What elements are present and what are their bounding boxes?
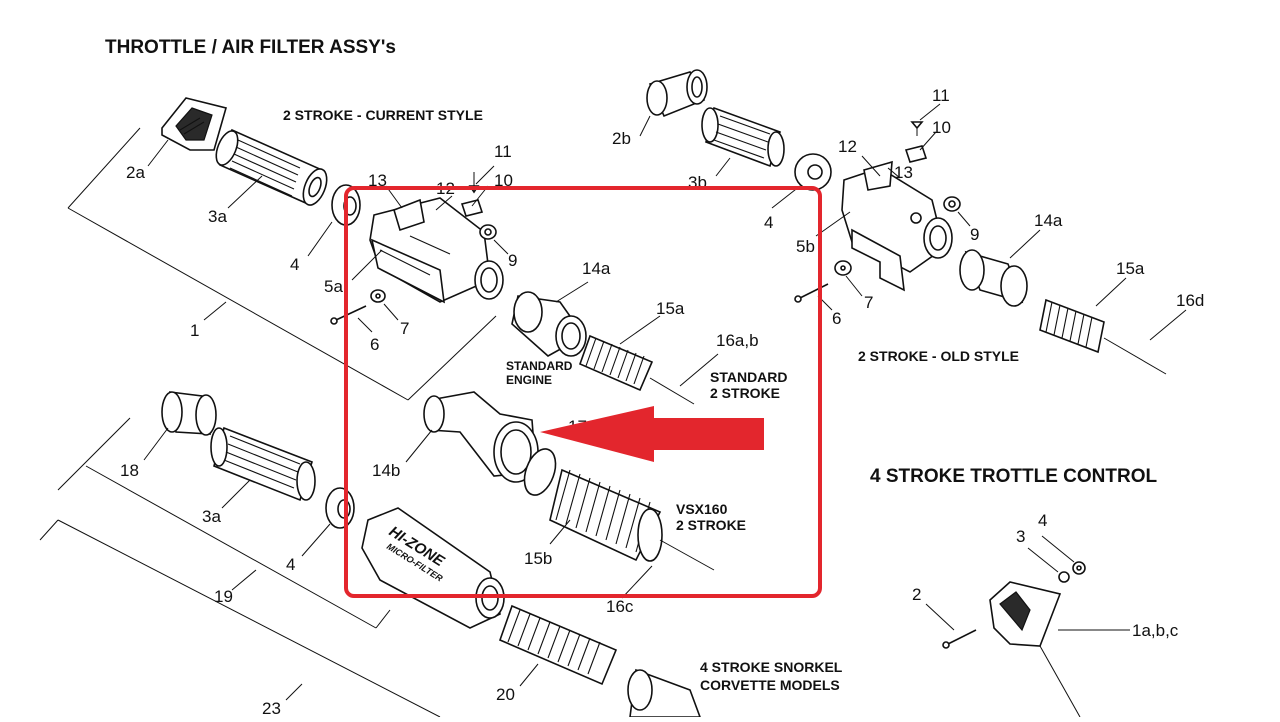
part-16ab-cable <box>649 377 695 405</box>
callout-15a-right: 15a <box>1116 259 1145 278</box>
part-4-washer-bottom <box>325 487 355 529</box>
part-20-hose <box>498 604 618 686</box>
caption-vsx160-1: VSX160 <box>676 501 728 517</box>
part-5b-throttle-body <box>841 160 953 292</box>
part-5a-throttle-body <box>369 197 504 304</box>
callout-5a: 5a <box>324 277 343 296</box>
callout-15b: 15b <box>524 549 552 568</box>
highlight-arrow <box>540 406 764 462</box>
callout-7-right: 7 <box>864 293 873 312</box>
callout-7-left: 7 <box>400 319 409 338</box>
callout-3-4s: 3 <box>1016 527 1025 546</box>
callout-13-left: 13 <box>368 171 387 190</box>
part-7-washer-left <box>370 289 386 303</box>
callout-23: 23 <box>262 699 281 717</box>
callout-4-bottom: 4 <box>286 555 295 574</box>
part-3-washer-4s <box>1058 571 1070 583</box>
callout-1: 1 <box>190 321 199 340</box>
section-captions: 2 STROKE - CURRENT STYLE 2 STROKE - OLD … <box>283 107 1158 693</box>
callout-11-right: 11 <box>932 86 950 105</box>
callout-12-right: 12 <box>838 137 857 156</box>
part-6-screw-left <box>330 305 367 325</box>
callout-4-4s: 4 <box>1038 511 1047 530</box>
highlight-box <box>344 186 822 598</box>
callout-5b: 5b <box>796 237 815 256</box>
callout-14a-mid: 14a <box>582 259 611 278</box>
callout-2-4s: 2 <box>912 585 921 604</box>
part-17-oring <box>523 448 557 496</box>
callout-16c: 16c <box>606 597 634 616</box>
callout-6-right: 6 <box>832 309 841 328</box>
callout-11-left: 11 <box>494 142 512 161</box>
callout-3a-top: 3a <box>208 207 227 226</box>
part-4-nut-4s <box>1072 561 1086 575</box>
callout-10-left: 10 <box>494 171 513 190</box>
caption-standard-2-stroke-1: STANDARD <box>710 369 788 385</box>
caption-2-stroke-old: 2 STROKE - OLD STYLE <box>858 348 1019 364</box>
diagram-title: THROTTLE / AIR FILTER ASSY's <box>105 37 396 58</box>
callout-16ab: 16a,b <box>716 331 759 350</box>
callout-18: 18 <box>120 461 139 480</box>
callout-14a-right: 14a <box>1034 211 1063 230</box>
callout-19: 19 <box>214 587 233 606</box>
callout-4-top: 4 <box>290 255 299 274</box>
part-1abc-throttle-lever <box>989 581 1081 718</box>
part-15a-hose-mid <box>578 334 654 392</box>
leader-lines <box>143 103 1187 701</box>
part-3a-grip-top <box>215 128 328 206</box>
caption-vsx160-2: 2 STROKE <box>676 517 746 533</box>
callout-15a-mid: 15a <box>656 299 685 318</box>
part-2-screw-4s <box>942 629 977 649</box>
callout-1abc: 1a,b,c <box>1132 621 1179 640</box>
callout-14b: 14b <box>372 461 400 480</box>
part-14a-adapter-mid <box>511 291 587 357</box>
part-2a-throttle-housing <box>161 97 227 151</box>
callout-9-left: 9 <box>508 251 517 270</box>
callout-2b: 2b <box>612 129 631 148</box>
part-3a-grip-bottom <box>210 426 316 502</box>
part-2b-housing <box>646 69 708 118</box>
part-18-collar <box>161 391 217 436</box>
part-filter-body: HI-ZONE MICRO-FILTER <box>361 507 505 629</box>
callout-16d: 16d <box>1176 291 1204 310</box>
part-6-screw-right <box>794 283 829 303</box>
part-snorkel-adapter <box>627 668 702 718</box>
part-3b-grip <box>701 106 785 168</box>
part-15a-hose-right <box>1039 298 1105 354</box>
part-15b-hose <box>549 468 663 562</box>
caption-snorkel-1: 4 STROKE SNORKEL <box>700 659 843 675</box>
caption-standard-engine-2: ENGINE <box>506 373 552 387</box>
part-14b-adapter <box>423 391 539 483</box>
caption-snorkel-2: CORVETTE MODELS <box>700 677 840 693</box>
assembly-outline-top <box>39 127 497 718</box>
caption-standard-engine-1: STANDARD <box>506 359 573 373</box>
part-16d-cable <box>1103 337 1167 375</box>
callout-6-left: 6 <box>370 335 379 354</box>
part-10-clip-left <box>460 199 484 217</box>
part-11-screw-right <box>910 121 924 136</box>
part-4-washer-mid <box>794 153 832 191</box>
callout-9-right: 9 <box>970 225 979 244</box>
callout-4-mid: 4 <box>764 213 773 232</box>
caption-4-stroke-control: 4 STROKE TROTTLE CONTROL <box>870 466 1158 487</box>
part-9-nut-left <box>479 224 497 240</box>
callout-10-right: 10 <box>932 118 951 137</box>
part-14a-adapter-right <box>959 249 1028 307</box>
part-7-washer-right <box>834 260 852 276</box>
part-10-clip-right <box>904 145 928 163</box>
caption-standard-2-stroke-2: 2 STROKE <box>710 385 780 401</box>
callout-labels: 2a 3a 13 12 11 10 9 4 5a 1 6 7 14a 15a 1… <box>120 86 1204 718</box>
callout-20: 20 <box>496 685 515 704</box>
part-9-nut-right <box>943 196 961 212</box>
callout-3a-bottom: 3a <box>202 507 221 526</box>
callout-2a: 2a <box>126 163 145 182</box>
callout-13-right: 13 <box>894 163 913 182</box>
caption-2-stroke-current: 2 STROKE - CURRENT STYLE <box>283 107 483 123</box>
part-16c-cable <box>659 539 715 571</box>
